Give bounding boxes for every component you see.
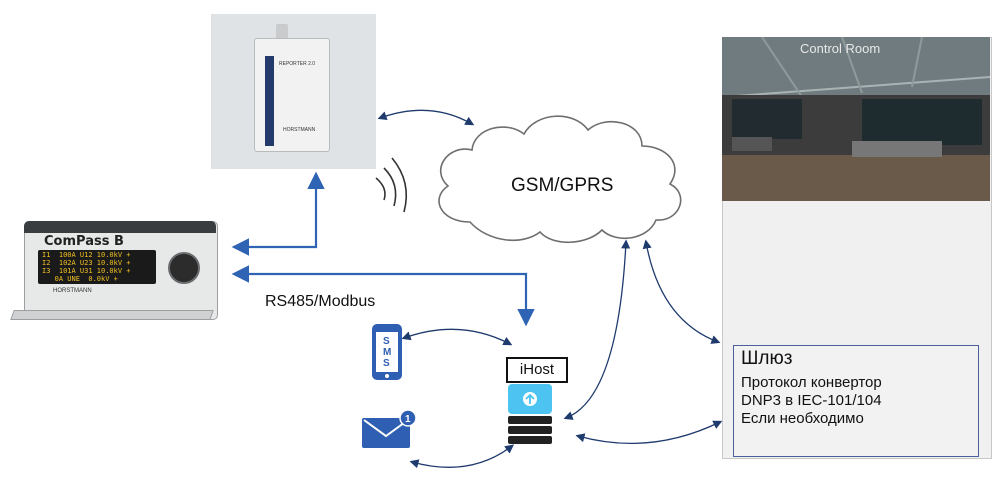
compass-brand: HORSTMANN bbox=[53, 288, 92, 294]
gateway-line-1: Протокол конвертор bbox=[741, 374, 882, 391]
sms-letter: S bbox=[383, 358, 390, 369]
email-badge-count: 1 bbox=[405, 414, 411, 425]
ihost-to-gateway-link bbox=[575, 420, 723, 445]
compass-title: ComPass B bbox=[44, 234, 124, 249]
reporter-brand: HORSTMANN bbox=[283, 127, 316, 133]
cloud-label: GSM/GPRS bbox=[511, 175, 614, 196]
ihost-to-cloud-link bbox=[563, 239, 631, 420]
ihost-label: iHost bbox=[506, 357, 568, 383]
wireless-waves-icon bbox=[375, 157, 408, 213]
compass-display-line: I2 102A U23 10.0kV + bbox=[42, 259, 131, 267]
reporter-mount-tab bbox=[276, 24, 288, 40]
compass-display-line: I3 101A U31 10.0kV + bbox=[42, 267, 131, 275]
sms-phone-icon bbox=[372, 324, 402, 380]
reporter-to-cloud-link bbox=[377, 109, 475, 126]
control-room-photo bbox=[722, 37, 990, 201]
compass-base bbox=[10, 310, 214, 320]
email-to-ihost-link bbox=[409, 444, 515, 469]
reporter-label: REPORTER 2.0 bbox=[279, 61, 316, 67]
email-envelope-icon bbox=[362, 409, 417, 448]
cloud-to-gateway-link bbox=[642, 239, 721, 344]
compass-display: I1 100A U12 10.0kV +I2 102A U23 10.0kV +… bbox=[38, 250, 156, 284]
sms-letter: S bbox=[383, 336, 390, 347]
compass-knob-icon bbox=[168, 252, 200, 284]
bus-label: RS485/Modbus bbox=[265, 293, 376, 310]
reporter-stripe bbox=[265, 56, 274, 146]
compass-top-bar bbox=[24, 221, 216, 233]
control-room-label: Control Room bbox=[800, 41, 881, 56]
compass-to-ihost-arrow bbox=[231, 265, 535, 327]
gateway-box bbox=[733, 345, 979, 457]
sms-to-ihost-link bbox=[401, 328, 513, 346]
gateway-title: Шлюз bbox=[741, 348, 793, 369]
sms-letter: M bbox=[383, 347, 391, 358]
gateway-line-2: DNP3 в IEC-101/104 bbox=[741, 392, 882, 409]
compass-display-line: 0A UNE 0.0kV + bbox=[42, 275, 118, 283]
compass-to-reporter-arrow bbox=[231, 171, 325, 256]
ihost-server-icon bbox=[508, 384, 552, 444]
control-room-scene bbox=[722, 37, 990, 201]
gateway-line-3: Если необходимо bbox=[741, 410, 864, 427]
compass-display-line: I1 100A U12 10.0kV + bbox=[42, 251, 131, 259]
